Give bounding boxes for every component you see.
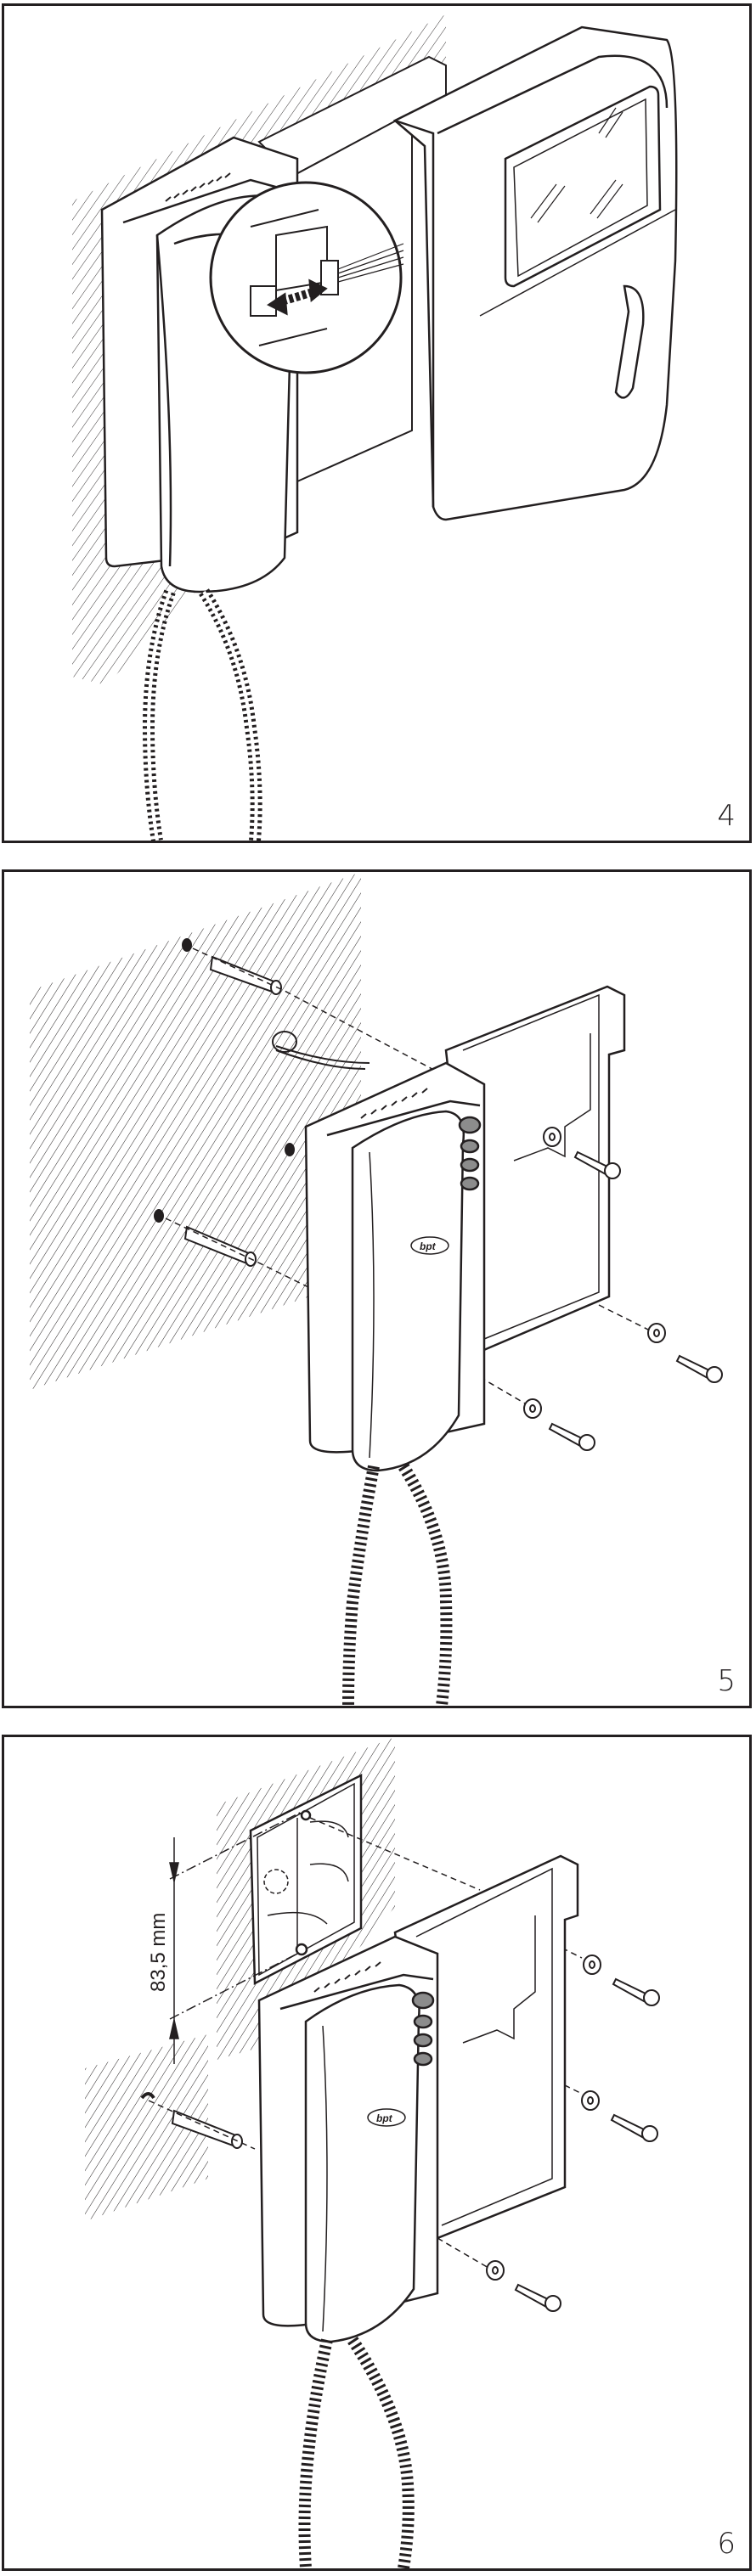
video-monitor	[392, 25, 678, 521]
step-6-panel: bpt 83,5 mm 6	[2, 1735, 752, 2571]
step-number: 4	[717, 799, 736, 833]
step-5-illustration: bpt	[30, 872, 723, 1706]
wall-hole	[140, 2092, 155, 2100]
coiled-cord	[342, 1463, 453, 1706]
detail-inset-circle	[209, 181, 404, 374]
screw	[548, 1150, 723, 1451]
wall-hole-top	[182, 938, 192, 952]
double-arrow	[267, 278, 328, 316]
wall-plug-bottom	[183, 1225, 257, 1267]
brand-logo: bpt	[410, 1236, 449, 1255]
step-4-illustration	[72, 14, 678, 841]
mounting-bracket	[393, 1854, 579, 2240]
svg-text:bpt: bpt	[420, 1240, 437, 1252]
washer	[486, 1954, 601, 2281]
step-number: 6	[717, 2527, 736, 2561]
dimension-arrows	[169, 1811, 302, 2064]
wall-hole-bottom	[154, 1209, 164, 1223]
coiled-cord	[298, 2337, 415, 2568]
cable	[272, 1031, 370, 1070]
monitor-screen	[504, 85, 662, 288]
mounting-bracket	[444, 985, 626, 1353]
dimension-label: 83,5 mm	[147, 1912, 170, 1992]
wall-hole-mid	[285, 1143, 295, 1156]
handset: bpt	[304, 1061, 486, 1472]
step-number: 5	[717, 1664, 736, 1698]
brand-logo: bpt	[367, 2108, 406, 2127]
washer	[523, 1127, 666, 1419]
step-6-illustration: bpt	[85, 1737, 660, 2568]
hatched-wall	[30, 872, 361, 1390]
coiled-cord	[142, 588, 262, 841]
step-5-panel: bpt 5	[2, 869, 752, 1708]
handset: bpt	[257, 1935, 439, 2343]
step-4-panel: 4	[2, 3, 752, 843]
screw	[514, 1977, 660, 2312]
svg-text:bpt: bpt	[376, 2112, 393, 2124]
